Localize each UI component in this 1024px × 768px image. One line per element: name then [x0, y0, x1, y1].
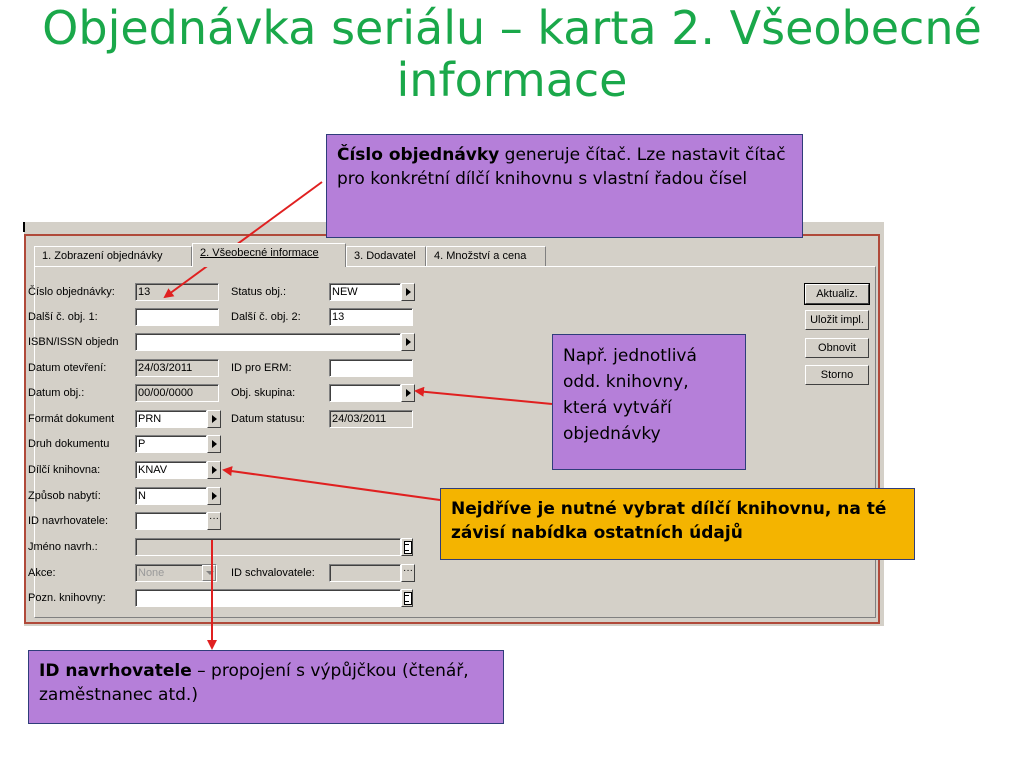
- id-navrhovatele-lookup-button[interactable]: ···: [207, 512, 221, 530]
- dilci-knihovna-field[interactable]: KNAV: [135, 461, 207, 479]
- druh-dokumentu-field[interactable]: P: [135, 435, 207, 453]
- label-druh-dokumentu: Druh dokumentu: [28, 438, 110, 450]
- status-obj-select-button[interactable]: [401, 283, 415, 301]
- label-zpusob-nabyti: Způsob nabytí:: [28, 490, 101, 502]
- aktualiz-button[interactable]: Aktualiz.: [804, 283, 870, 305]
- zpusob-nabyti-select-button[interactable]: [207, 487, 221, 505]
- pozn-knihovny-notes-icon[interactable]: [401, 589, 413, 607]
- slide-title: Objednávka seriálu – karta 2. Všeobecné …: [0, 2, 1024, 106]
- dilci-knihovna-select-button[interactable]: [207, 461, 221, 479]
- callout-id-navrhovatele: ID navrhovatele – propojení s výpůjčkou …: [28, 650, 504, 724]
- isbn-issn-field[interactable]: [135, 333, 401, 351]
- datum-obj-field: 00/00/0000: [135, 384, 219, 402]
- ulozit-impl-button[interactable]: Uložit impl.: [805, 310, 869, 330]
- arrow-to-cislo-objednavky: [163, 181, 323, 299]
- akce-select[interactable]: None: [135, 564, 217, 582]
- label-id-schvalovatele: ID schvalovatele:: [231, 567, 315, 579]
- callout-id-text: – propojení s výpůjčkou (čtenář, zaměstn…: [39, 661, 469, 705]
- callout-id-bold: ID navrhovatele: [39, 661, 192, 681]
- dalsi-obj-2-field[interactable]: 13: [329, 308, 413, 326]
- jmeno-navrh-notes-icon[interactable]: [401, 538, 413, 556]
- tab-dodavatel[interactable]: 3. Dodavatel: [346, 246, 426, 266]
- label-isbn-issn: ISBN/ISSN objedn: [28, 336, 119, 348]
- arrow-to-dilci-knihovna: [222, 466, 441, 501]
- pozn-knihovny-field[interactable]: [135, 589, 401, 607]
- text-cursor: [23, 222, 25, 232]
- storno-button[interactable]: Storno: [805, 365, 869, 385]
- datum-otevreni-field: 24/03/2011: [135, 359, 219, 377]
- label-pozn-knihovny: Pozn. knihovny:: [28, 592, 106, 604]
- obnovit-button[interactable]: Obnovit: [805, 338, 869, 358]
- callout-nejdrive: Nejdříve je nutné vybrat dílčí knihovnu,…: [440, 488, 915, 560]
- status-obj-field[interactable]: NEW: [329, 283, 401, 301]
- tab-vseobecne-informace[interactable]: 2. Všeobecné informace: [192, 243, 346, 267]
- callout-cislo-bold: Číslo objednávky: [337, 145, 500, 165]
- label-akce: Akce:: [28, 567, 56, 579]
- label-datum-obj: Datum obj.:: [28, 387, 85, 399]
- slide-title-line-2: informace: [396, 53, 628, 107]
- label-id-erm: ID pro ERM:: [231, 362, 292, 374]
- datum-statusu-field: 24/03/2011: [329, 410, 413, 428]
- label-jmeno-navrh: Jméno navrh.:: [28, 541, 98, 553]
- dalsi-obj-1-field[interactable]: [135, 308, 219, 326]
- isbn-issn-select-button[interactable]: [401, 333, 415, 351]
- arrow-to-obj-skupina: [414, 386, 553, 405]
- id-erm-field[interactable]: [329, 359, 413, 377]
- format-dokumentu-field[interactable]: PRN: [135, 410, 207, 428]
- label-dalsi-obj-2: Další č. obj. 2:: [231, 311, 301, 323]
- callout-cislo-objednavky: Číslo objednávky generuje čítač. Lze nas…: [326, 134, 803, 238]
- label-dilci-knihovna: Dílčí knihovna:: [28, 464, 101, 476]
- callout-napr: Např. jednotlivá odd. knihovny, která vy…: [552, 334, 746, 470]
- tab-mnozstvi-a-cena[interactable]: 4. Množství a cena: [426, 246, 546, 266]
- tab-panel: [34, 266, 876, 618]
- slide-title-line-1: Objednávka seriálu – karta 2. Všeobecné: [42, 1, 982, 55]
- obj-skupina-field[interactable]: [329, 384, 401, 402]
- label-status-obj: Status obj.:: [231, 286, 287, 298]
- id-navrhovatele-field[interactable]: [135, 512, 207, 530]
- jmeno-navrh-field: [135, 538, 401, 556]
- id-schvalovatele-lookup-button[interactable]: ···: [401, 564, 415, 582]
- label-obj-skupina: Obj. skupina:: [231, 387, 296, 399]
- id-schvalovatele-field: [329, 564, 401, 582]
- label-datum-otevreni: Datum otevření:: [28, 362, 107, 374]
- callout-cislo-text: generuje čítač. Lze nastavit čítač pro k…: [337, 145, 786, 189]
- label-id-navrhovatele: ID navrhovatele:: [28, 515, 109, 527]
- label-datum-statusu: Datum statusu:: [231, 413, 305, 425]
- tab-zobrazeni-objednavky[interactable]: 1. Zobrazení objednávky: [34, 246, 192, 266]
- label-format-dokumentu: Formát dokument: [28, 413, 115, 425]
- cislo-objednavky-field: 13: [135, 283, 219, 301]
- label-cislo-objednavky: Číslo objednávky:: [28, 286, 115, 298]
- label-dalsi-obj-1: Další č. obj. 1:: [28, 311, 98, 323]
- format-dokumentu-select-button[interactable]: [207, 410, 221, 428]
- druh-dokumentu-select-button[interactable]: [207, 435, 221, 453]
- zpusob-nabyti-field[interactable]: N: [135, 487, 207, 505]
